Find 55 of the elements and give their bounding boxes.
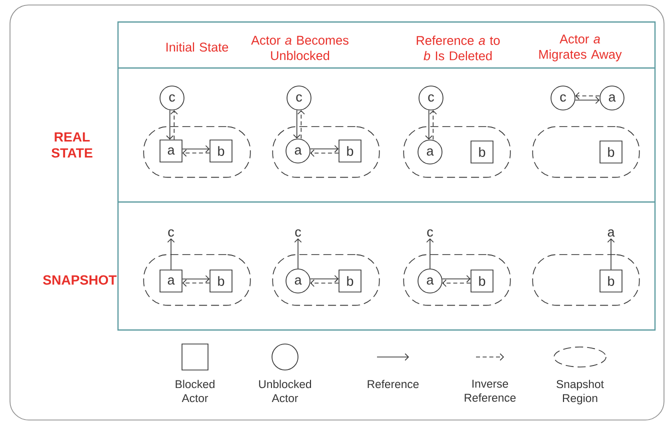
snapshot-region — [272, 126, 380, 178]
snapshot-region — [143, 126, 251, 178]
arrow — [182, 145, 210, 153]
blocked-actor-box: b — [600, 140, 622, 164]
row-heading: SNAPSHOT — [43, 275, 117, 285]
blocked-actor-box: a — [160, 140, 182, 162]
arrow — [442, 275, 471, 283]
actor-label: a — [608, 229, 615, 237]
blocked-actor-box: b — [470, 140, 494, 164]
arrow — [425, 110, 433, 140]
dashed-arrow — [182, 149, 210, 157]
blocked-actor-box: b — [470, 270, 494, 292]
legend-label: Reference — [368, 380, 419, 388]
arrow — [426, 238, 434, 269]
dashed-arrow — [575, 92, 600, 100]
arrow — [182, 275, 210, 283]
snapshot-region — [532, 126, 640, 178]
snapshot-region — [403, 254, 511, 306]
arrow — [167, 238, 175, 270]
actor-label: c — [427, 229, 433, 237]
actor-label: c — [295, 229, 301, 237]
dashed-arrow — [297, 110, 305, 139]
arrow — [574, 96, 600, 104]
arrow — [166, 110, 174, 140]
arrow — [294, 238, 302, 269]
blocked-actor-box: a — [160, 270, 182, 292]
dashed-arrow — [170, 110, 178, 140]
dashed-arrow — [442, 279, 471, 287]
snapshot-region — [143, 254, 251, 306]
blocked-actor-box: b — [600, 270, 622, 292]
blocked-actor-box: b — [210, 270, 232, 292]
legend-label: Blocked Actor — [176, 380, 214, 402]
column-heading: Reference a to b Is Deleted — [416, 36, 500, 60]
column-heading: Actor a Becomes Unblocked — [251, 36, 348, 60]
snapshot-region — [532, 254, 640, 306]
arrow — [310, 145, 339, 153]
legend-label: Snapshot Region — [556, 380, 604, 404]
blocked-actor-box: b — [338, 140, 362, 162]
snapshot-region — [403, 126, 511, 178]
row-heading: REAL STATE — [52, 132, 92, 158]
column-heading: Initial State — [166, 42, 228, 52]
snapshot-region — [272, 254, 380, 306]
dashed-arrow — [310, 149, 339, 157]
blocked-actor-box: b — [210, 140, 232, 162]
dashed-arrow — [429, 110, 437, 140]
arrow — [310, 275, 339, 283]
dashed-arrow — [182, 279, 210, 287]
actor-label: c — [168, 229, 174, 237]
legend-label: Unblocked Actor — [259, 380, 312, 402]
legend-label: Inverse Reference — [464, 380, 516, 402]
dashed-arrow — [310, 279, 339, 287]
column-heading: Actor a Migrates Away — [539, 34, 622, 62]
arrow — [293, 110, 301, 139]
blocked-actor-box: b — [338, 270, 362, 292]
arrow — [607, 238, 615, 270]
